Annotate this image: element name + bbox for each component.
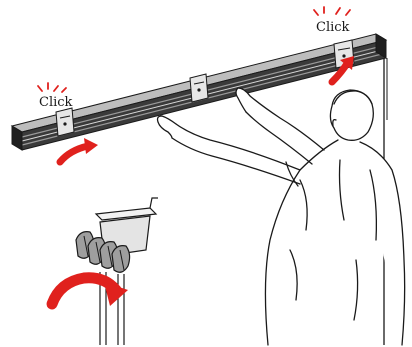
click-callout-left: Click [38, 83, 73, 110]
person-head [330, 90, 373, 140]
click-text-right: Click [316, 20, 350, 35]
click-text-left: Click [39, 95, 73, 110]
person-arm-right [250, 96, 324, 150]
person-hand-left [158, 116, 177, 138]
bracket-left [56, 108, 74, 136]
rotate-arrow-inset-icon [52, 278, 128, 306]
rotate-arrow-left-icon [60, 138, 98, 162]
bracket-middle [190, 74, 208, 102]
click-burst-icon [314, 7, 350, 15]
click-callout-right: Click [314, 7, 350, 35]
click-burst-icon [38, 83, 66, 92]
detail-bracket-inset [76, 198, 158, 345]
installer-person [158, 88, 405, 345]
